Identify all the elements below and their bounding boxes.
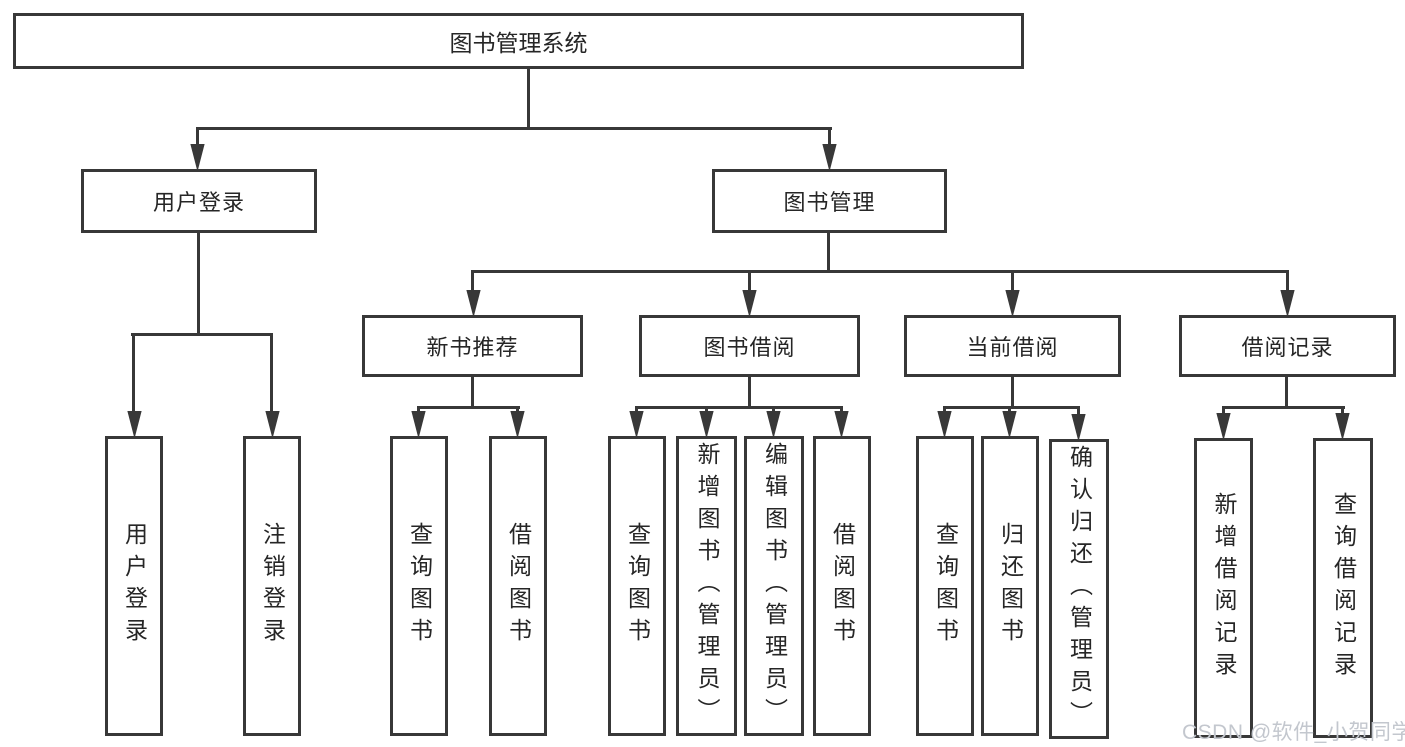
leaf-query-books-2-label: 查询图书 [624,522,651,650]
connector-line [197,233,200,333]
connector-line [1011,377,1014,406]
connector-line [270,333,273,412]
leaf-borrow-books-1-label: 借阅图书 [505,522,532,650]
leaf-return-book-label: 归还图书 [997,522,1024,650]
arrow-down-icon [1071,414,1086,439]
leaf-add-book-admin-label: 新增图书（管理员） [694,442,720,730]
leaf-query-books-3-label: 查询图书 [932,522,959,650]
node-new-book-recommend-label: 新书推荐 [426,335,519,360]
connector-line [131,333,273,336]
leaf-edit-book-admin: 编辑图书（管理员） [744,436,804,736]
connector-line [527,69,530,127]
arrow-down-icon [1335,413,1350,438]
node-root-label: 图书管理系统 [449,30,588,56]
arrow-down-icon [466,290,481,315]
leaf-user-login: 用户登录 [105,436,163,736]
connector-line [1008,406,1011,413]
connector-line [772,406,775,413]
connector-line [196,127,832,130]
connector-line [196,127,199,144]
arrow-down-icon [742,290,757,315]
connector-line [1222,406,1225,414]
node-current-borrow-label: 当前借阅 [966,335,1059,360]
arrow-down-icon [822,144,837,169]
leaf-query-borrow-record: 查询借阅记录 [1313,438,1373,738]
leaf-query-borrow-record-label: 查询借阅记录 [1330,492,1357,684]
connector-line [417,406,520,409]
node-user-login-group-label: 用户登录 [152,190,245,215]
arrow-down-icon [190,144,205,169]
arrow-down-icon [411,411,426,436]
connector-line [1285,377,1288,406]
connector-line [1011,270,1014,291]
connector-line [840,406,843,413]
node-book-management-label: 图书管理 [783,190,876,215]
node-book-borrow-label: 图书借阅 [703,335,796,360]
connector-line [705,406,708,413]
connector-line [635,406,843,409]
connector-line [943,406,1080,409]
arrow-down-icon [127,411,142,436]
connector-line [748,377,751,406]
arrow-down-icon [629,411,644,436]
connector-line [748,270,751,291]
leaf-logout: 注销登录 [243,436,301,736]
node-user-login-group: 用户登录 [81,169,317,233]
arrow-down-icon [834,411,849,436]
leaf-query-books-2: 查询图书 [608,436,666,736]
connector-line [943,406,946,413]
connector-line [471,377,474,406]
node-borrow-records: 借阅记录 [1179,315,1396,377]
leaf-user-login-label: 用户登录 [121,522,148,650]
leaf-edit-book-admin-label: 编辑图书（管理员） [761,442,788,730]
leaf-add-borrow-record: 新增借阅记录 [1194,438,1253,738]
leaf-borrow-books-2: 借阅图书 [813,436,871,736]
arrow-down-icon [510,411,525,436]
leaf-logout-label: 注销登录 [259,522,286,650]
connector-line [1286,270,1289,291]
connector-line [1222,406,1345,409]
arrow-down-icon [766,411,781,436]
node-book-borrow: 图书借阅 [639,315,860,377]
connector-line [1341,406,1344,414]
leaf-confirm-return-admin: 确认归还（管理员） [1049,439,1109,739]
leaf-borrow-books-1: 借阅图书 [489,436,547,736]
connector-line [1077,406,1080,415]
arrow-down-icon [1216,413,1231,438]
connector-line [828,127,831,144]
connector-line [417,406,420,413]
leaf-query-books-1: 查询图书 [390,436,448,736]
leaf-add-book-admin: 新增图书（管理员） [676,436,737,736]
arrow-down-icon [937,411,952,436]
leaf-borrow-books-2-label: 借阅图书 [829,522,856,650]
arrow-down-icon [1005,290,1020,315]
connector-line [132,333,135,412]
arrow-down-icon [1280,290,1295,315]
arrow-down-icon [265,411,280,436]
connector-line [471,270,1289,273]
connector-line [516,406,519,413]
csdn-watermark: CSDN @软件_小贺同学 [1182,721,1405,744]
node-root: 图书管理系统 [13,13,1024,69]
leaf-query-books-1-label: 查询图书 [406,522,433,650]
leaf-add-borrow-record-label: 新增借阅记录 [1211,492,1237,684]
arrow-down-icon [699,411,714,436]
arrow-down-icon [1002,411,1017,436]
node-current-borrow: 当前借阅 [904,315,1121,377]
leaf-confirm-return-admin-label: 确认归还（管理员） [1066,445,1093,733]
leaf-query-books-3: 查询图书 [916,436,974,736]
connector-line [635,406,638,413]
node-new-book-recommend: 新书推荐 [362,315,583,377]
leaf-return-book: 归还图书 [981,436,1039,736]
connector-line [827,233,830,270]
node-book-management: 图书管理 [712,169,947,233]
connector-line [471,270,474,291]
node-borrow-records-label: 借阅记录 [1241,335,1334,360]
